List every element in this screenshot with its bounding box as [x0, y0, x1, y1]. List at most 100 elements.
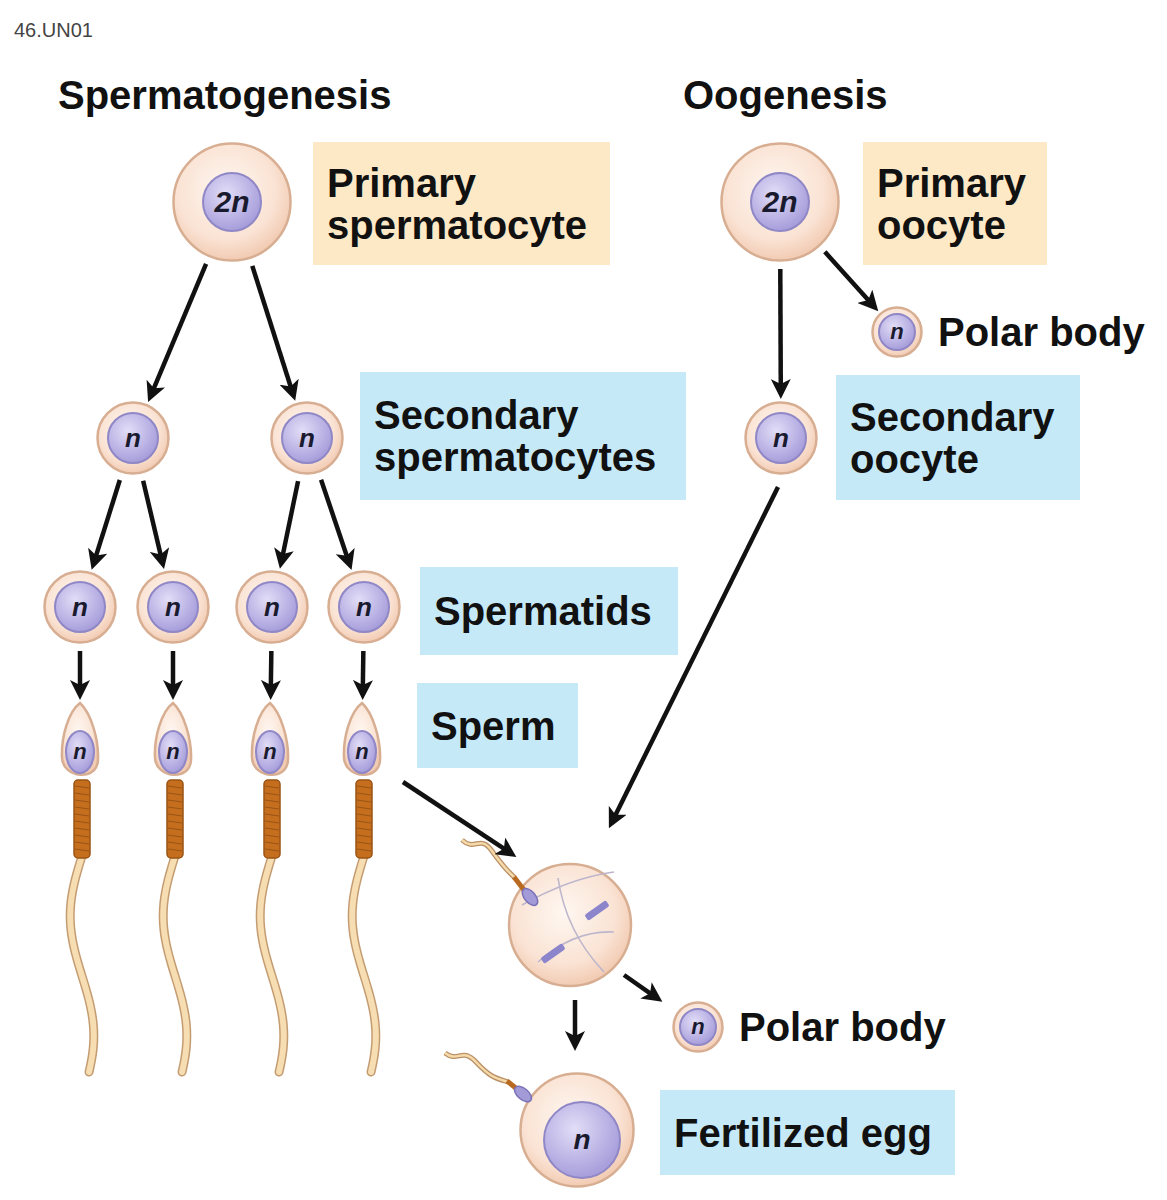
midpiece-stripe — [168, 835, 182, 837]
figure-id: 46.UN01 — [14, 20, 93, 40]
stage-name: Secondary spermatocytes — [374, 394, 672, 478]
arrow — [778, 269, 783, 385]
sperm-cell: n — [58, 702, 102, 784]
stage-label-box: Primary spermatocyte — [313, 142, 610, 265]
midpiece-stripe — [265, 793, 279, 795]
ploidy-label: n — [340, 732, 384, 772]
midpiece-stripe — [168, 786, 182, 788]
midpiece-stripe — [265, 786, 279, 788]
midpiece-stripe — [168, 849, 182, 851]
midpiece-stripe — [168, 814, 182, 816]
sperm-tail — [445, 1053, 508, 1082]
polar-body: nPolar body — [871, 306, 923, 358]
sperm-head — [519, 886, 540, 908]
midpiece-stripe — [265, 828, 279, 830]
stage-label-box: Secondary spermatocytes — [360, 372, 686, 500]
midpiece-stripe — [357, 835, 371, 837]
stage-name: Spermatids — [434, 590, 652, 632]
column-heading: Oogenesis — [683, 75, 888, 115]
stage-name: Sperm — [431, 705, 556, 747]
cell-circle: n — [136, 570, 210, 644]
sperm-tail — [70, 856, 94, 1072]
stage-label-box: Primary oocyte — [863, 142, 1047, 265]
sperm-head — [62, 703, 98, 775]
arrow — [143, 481, 161, 556]
cell-circle: 2n — [720, 142, 840, 262]
midpiece-stripe — [75, 814, 89, 816]
midpiece-stripe — [75, 786, 89, 788]
arrow — [403, 782, 505, 849]
cell-name: Polar body — [938, 306, 1145, 358]
ploidy-label: n — [43, 570, 117, 644]
midpiece-stripe — [265, 821, 279, 823]
sperm-tail — [260, 856, 284, 1072]
midpiece-stripe — [75, 821, 89, 823]
cell-circle: n — [270, 401, 344, 475]
midpiece-stripe — [75, 842, 89, 844]
sperm-head — [252, 703, 288, 775]
midpiece-stripe — [265, 849, 279, 851]
ploidy-label: n — [524, 1082, 640, 1198]
polar-body: nPolar body — [672, 1001, 724, 1053]
cell-circle: n — [327, 570, 401, 644]
arrow — [624, 975, 651, 994]
arrow — [283, 481, 298, 555]
sperm-tail — [163, 856, 187, 1072]
midpiece-stripe — [75, 835, 89, 837]
midpiece-stripe — [265, 814, 279, 816]
midpiece-stripe — [357, 793, 371, 795]
chromosome — [540, 943, 565, 964]
sperm-tail — [462, 840, 515, 878]
sperm-midpiece — [264, 780, 280, 858]
midpiece-stripe — [357, 842, 371, 844]
ploidy-label: n — [327, 570, 401, 644]
midpiece-stripe — [357, 807, 371, 809]
midpiece-stripe — [168, 800, 182, 802]
midpiece-stripe — [265, 807, 279, 809]
sperm-cell: n — [340, 702, 384, 784]
ploidy-label: n — [744, 401, 818, 475]
cell-circle: n — [744, 401, 818, 475]
ploidy-label: n — [136, 570, 210, 644]
cell-name: Polar body — [739, 1001, 946, 1053]
column-heading: Spermatogenesis — [58, 75, 391, 115]
arrow — [171, 651, 176, 686]
arrow — [78, 651, 83, 686]
midpiece-stripe — [357, 828, 371, 830]
sperm-tail — [445, 1053, 508, 1082]
sperm-midpiece — [514, 877, 524, 890]
sperm-head — [344, 703, 380, 775]
midpiece-stripe — [357, 800, 371, 802]
stage-name: Primary spermatocyte — [327, 162, 596, 246]
midpiece-stripe — [357, 821, 371, 823]
ploidy-label: n — [270, 401, 344, 475]
ploidy-label: n — [235, 570, 309, 644]
sperm-midpiece — [74, 780, 90, 858]
midpiece-stripe — [265, 842, 279, 844]
ploidy-label: n — [871, 306, 923, 358]
midpiece-stripe — [357, 814, 371, 816]
ploidy-label: n — [672, 1001, 724, 1053]
sperm-cell: n — [248, 702, 292, 784]
midpiece-stripe — [75, 793, 89, 795]
cell-circle: n — [519, 1072, 635, 1188]
ploidy-label: n — [248, 732, 292, 772]
ploidy-label: 2n — [172, 142, 292, 262]
spindle-fiber — [558, 878, 604, 972]
stage-label-box: Spermatids — [420, 567, 678, 655]
sperm-tail — [352, 856, 376, 1072]
arrow — [321, 480, 347, 557]
sperm-tail — [70, 856, 94, 1072]
midpiece-stripe — [168, 821, 182, 823]
midpiece-stripe — [265, 835, 279, 837]
stage-label-box: Fertilized egg — [660, 1090, 955, 1175]
ploidy-label: n — [96, 401, 170, 475]
midpiece-stripe — [168, 793, 182, 795]
cell-circle: n — [96, 401, 170, 475]
midpiece-stripe — [75, 807, 89, 809]
sperm-tail — [352, 856, 376, 1072]
midpiece-stripe — [168, 807, 182, 809]
